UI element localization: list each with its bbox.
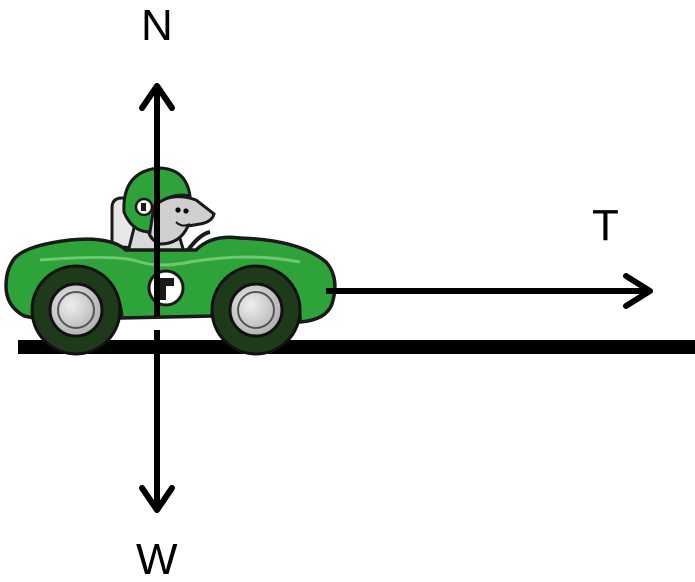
driver-smile: [175, 221, 191, 227]
rear-wheel: [30, 264, 122, 356]
driver-eye: [175, 207, 181, 213]
race-car: [4, 166, 337, 356]
steering-wheel: [186, 230, 211, 252]
car-number-mark: [158, 278, 174, 300]
normal-force-label: N: [141, 1, 173, 50]
weight-label: W: [136, 535, 178, 582]
helmet-badge-mark: [141, 203, 146, 211]
weight-arrow: [139, 330, 175, 513]
front-wheel: [210, 264, 302, 356]
thrust-arrow: [326, 273, 653, 309]
car-body-highlight: [39, 255, 301, 267]
driver-face: [146, 195, 216, 246]
thrust-label: T: [592, 201, 619, 250]
driver-eye: [183, 208, 189, 214]
normal-force-arrow: [139, 83, 175, 316]
ground-line: [18, 340, 695, 354]
